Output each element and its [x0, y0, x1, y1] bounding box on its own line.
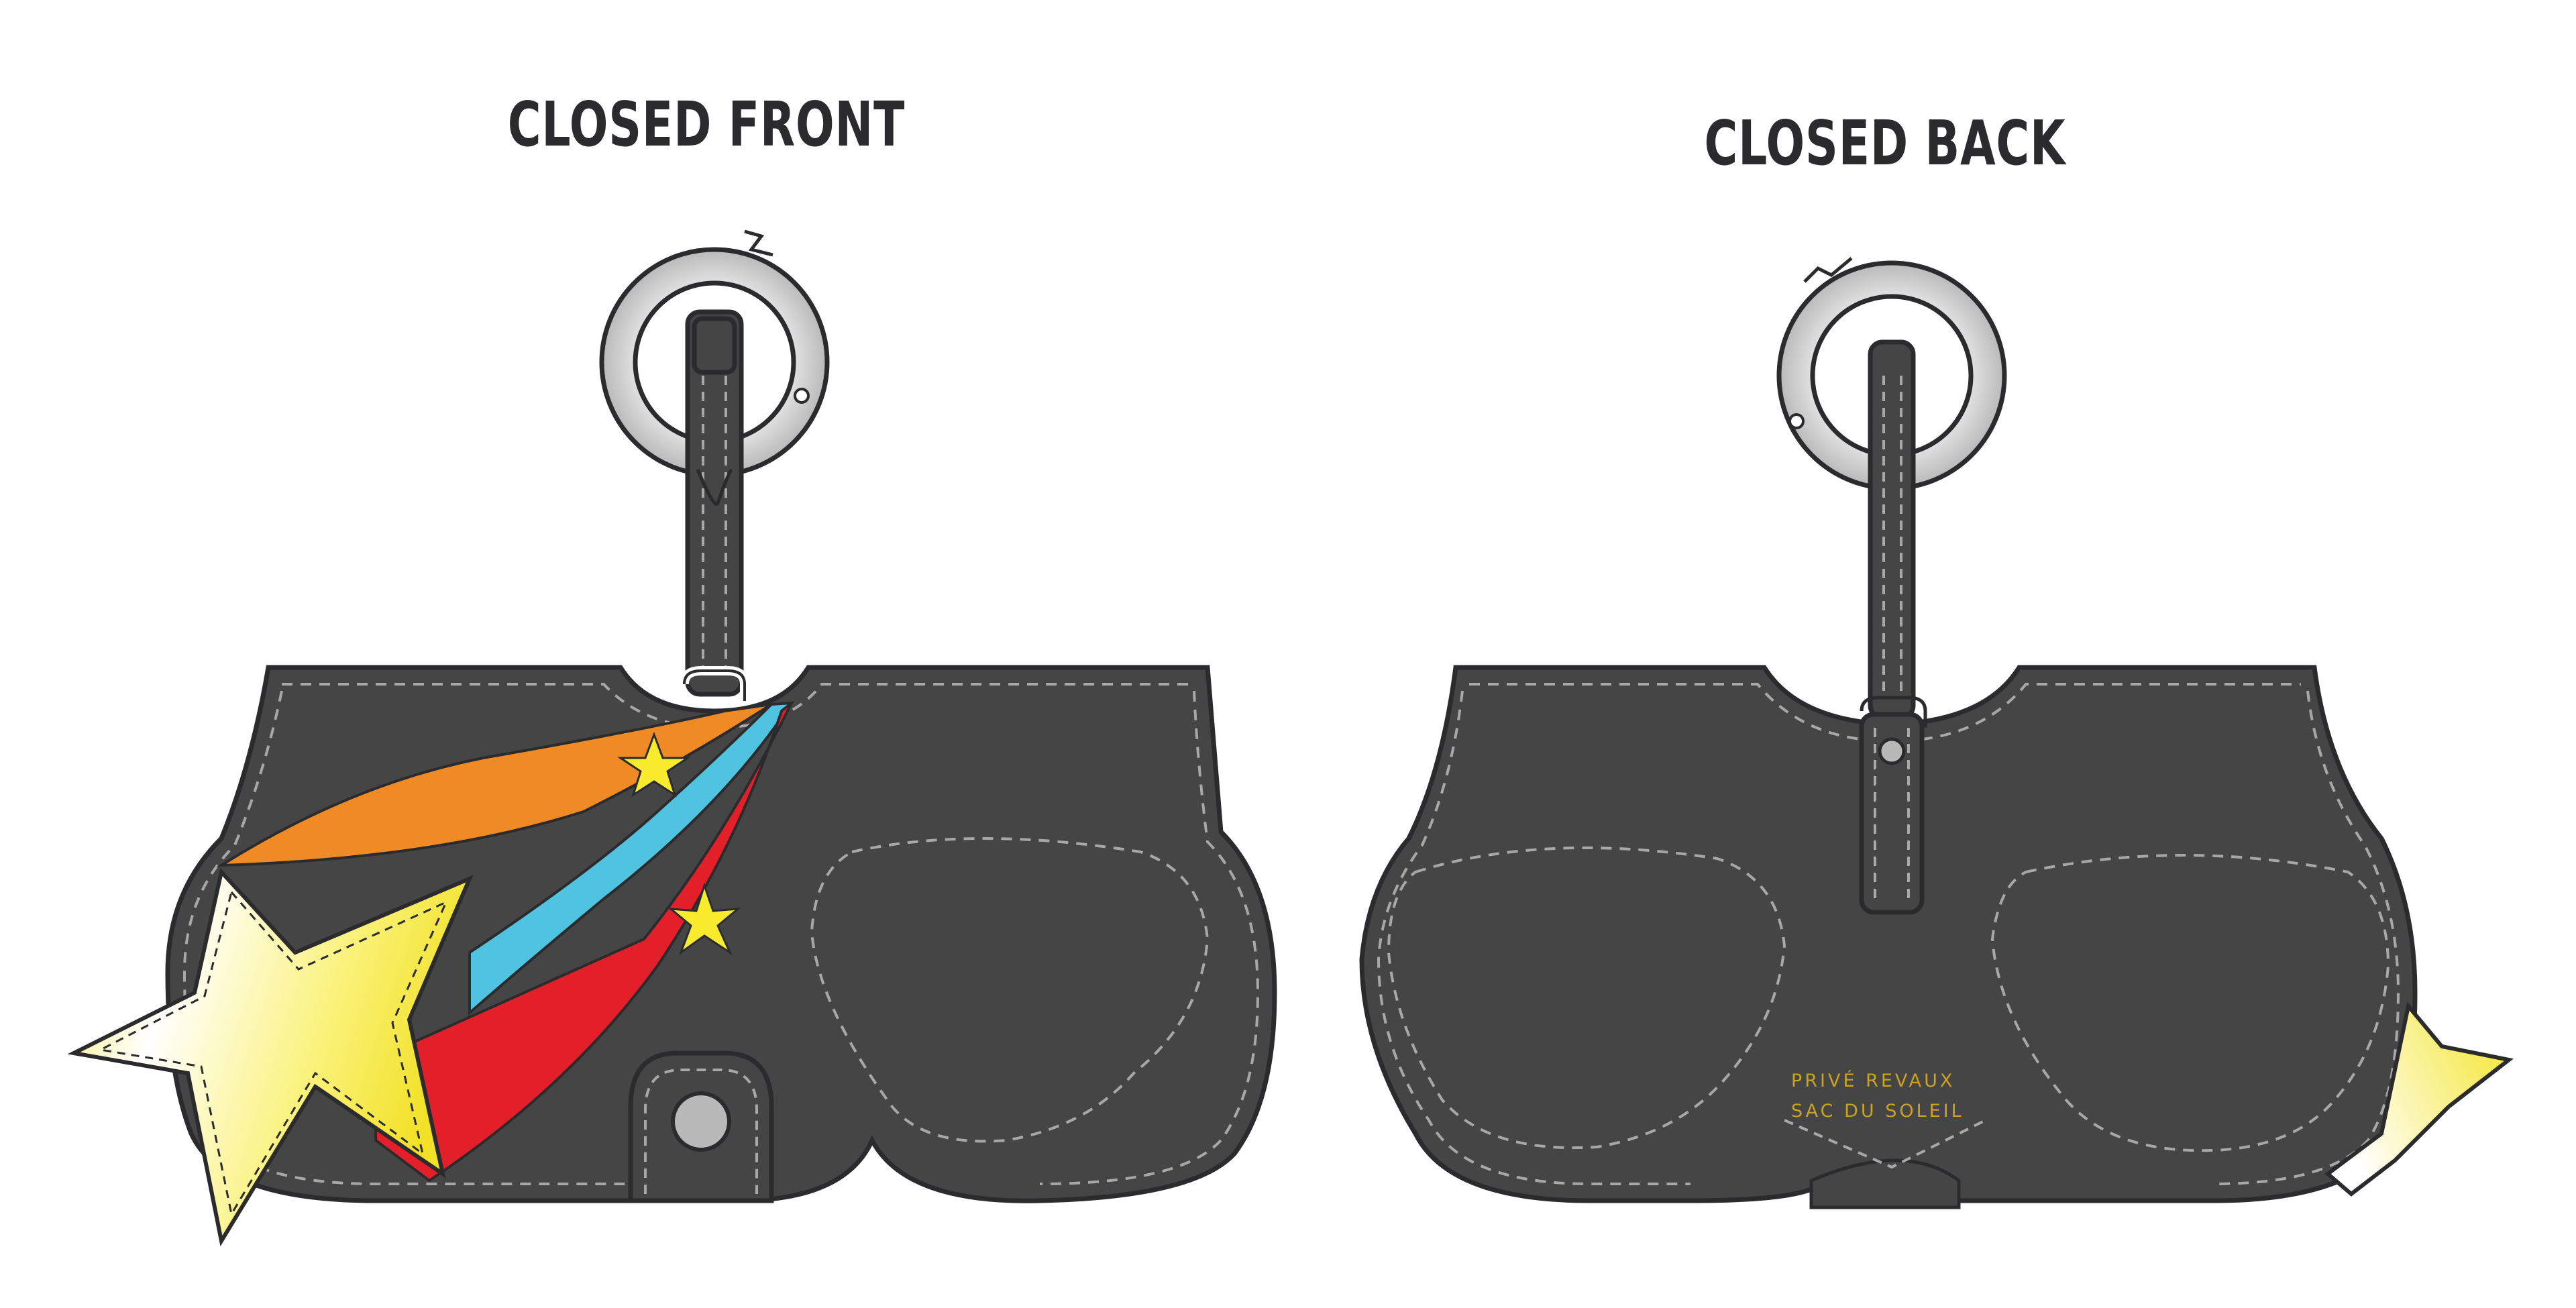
back-case-body: PRIVÉ REVAUX SAC DU SOLEIL	[1359, 665, 2514, 1209]
closed-front-title: CLOSED FRONT	[507, 89, 906, 160]
brand-line-1: PRIVÉ REVAUX	[1791, 1070, 1955, 1091]
closed-back-title: CLOSED BACK	[1704, 107, 2066, 179]
back-view: PRIVÉ REVAUX SAC DU SOLEIL	[1359, 257, 2514, 1209]
front-strap	[680, 309, 749, 701]
back-strap	[1859, 339, 1927, 915]
brand-line-2: SAC DU SOLEIL	[1791, 1101, 1964, 1122]
front-case-body	[67, 665, 1277, 1247]
front-view	[67, 229, 1277, 1247]
